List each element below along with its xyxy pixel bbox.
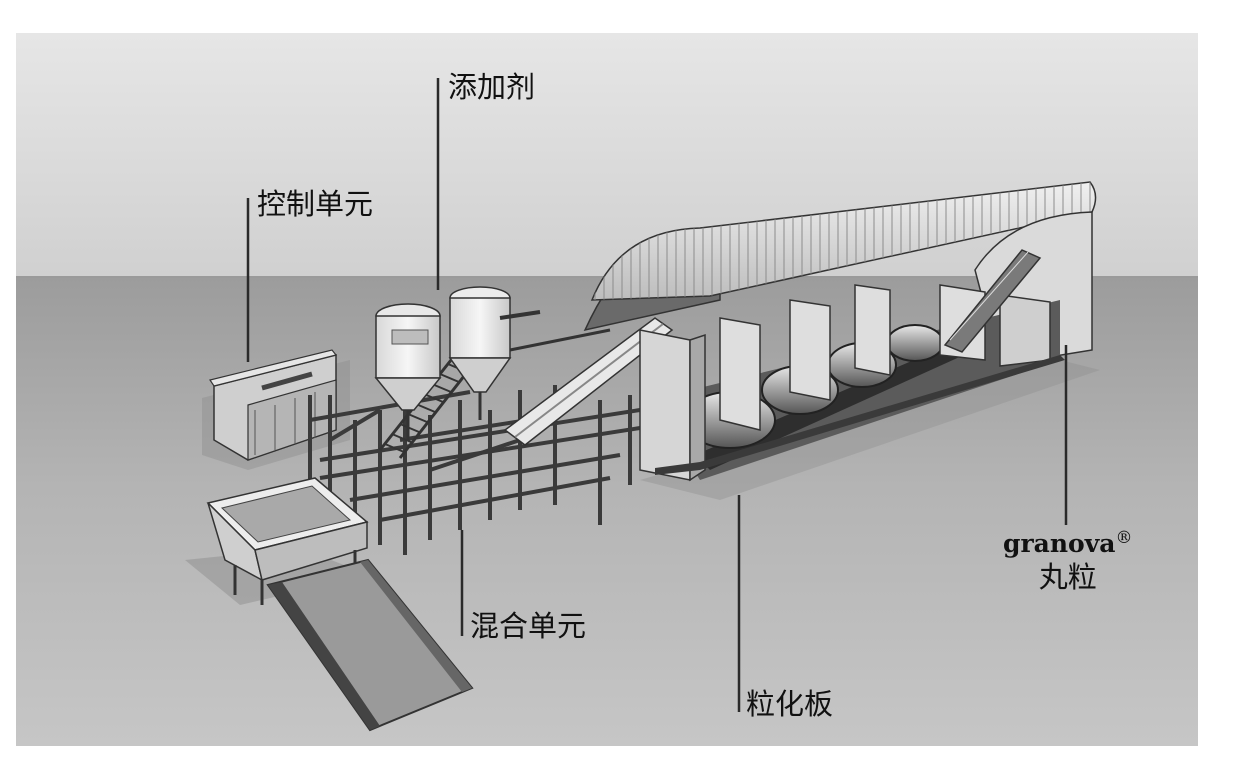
additive-silos [374, 286, 611, 440]
mixing-unit-label: 混合单元 [470, 609, 587, 643]
control-unit-label: 控制单元 [257, 187, 374, 221]
callout-lines [246, 78, 1068, 712]
feed-belt [266, 558, 474, 732]
product-label: granova® 丸粒 [1003, 528, 1132, 595]
silo-left [374, 303, 442, 440]
registered-mark: ® [1115, 528, 1133, 548]
sky [16, 33, 1198, 278]
screw-conveyor [503, 317, 674, 446]
granulating-plate-label: 粒化板 [746, 687, 834, 721]
silo-right [448, 286, 512, 420]
pellet-label: 丸粒 [1038, 560, 1097, 594]
outfeed-conveyor [943, 249, 1042, 353]
additive-label: 添加剂 [448, 70, 536, 104]
granulation-hall [583, 181, 1100, 500]
brand-text: granova [1003, 529, 1116, 558]
brand-name: granova® [1003, 528, 1132, 559]
control-unit-container [202, 349, 350, 470]
feed-hopper [185, 477, 370, 605]
